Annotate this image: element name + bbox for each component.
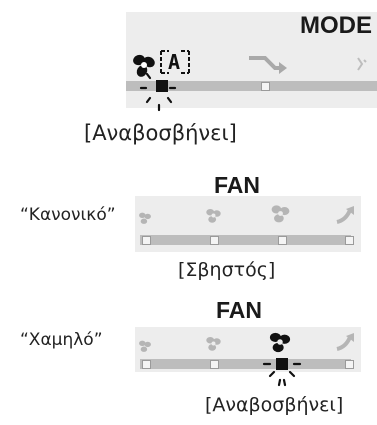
fan-low-slot-2 — [210, 360, 219, 369]
fan-low-title: FAN — [216, 297, 262, 323]
auto-mode-letter: A — [168, 50, 181, 74]
fan-speed-icon-3 — [271, 205, 290, 223]
fan-speed-icon-2 — [206, 208, 221, 223]
fan-normal-side-label: “Κανονικό” — [20, 205, 116, 225]
mode-title: MODE — [300, 12, 372, 39]
fan-normal-slot-2 — [210, 236, 219, 245]
fan-low-bar — [140, 359, 351, 369]
fan-low-slot-1 — [142, 360, 151, 369]
auto-mode-icon: A — [157, 49, 193, 75]
cool-mode-icon — [357, 57, 367, 71]
fan-speed-icon-1 — [139, 340, 151, 352]
fan-normal-slot-3 — [278, 236, 287, 245]
fan-speed-icon-2 — [206, 336, 221, 351]
fan-low-slot-3-active — [276, 358, 288, 370]
fan-speed-icon-1 — [139, 212, 151, 224]
fan-normal-title: FAN — [214, 172, 260, 198]
mode-indicator-bar — [126, 81, 377, 91]
fan-speed-icon-3-active — [269, 332, 291, 353]
fan-auto-arrow-icon — [336, 333, 354, 351]
fan-normal-slot-1 — [142, 236, 151, 245]
fan-low-slot-4 — [345, 360, 354, 369]
fan-low-blink-caption: [Αναβοσβήνει] — [205, 394, 344, 416]
fan-auto-arrow-icon — [336, 206, 354, 224]
blink-rays-icon — [262, 362, 302, 387]
mode-indicator-active — [156, 80, 168, 92]
blink-rays-icon — [139, 72, 177, 112]
fan-normal-caption: [Σβηστός] — [178, 259, 276, 281]
fan-normal-bar — [140, 235, 351, 245]
mode-blink-caption: [Αναβοσβήνει] — [84, 121, 237, 145]
dry-mode-icon — [249, 56, 287, 74]
fan-icon — [133, 54, 155, 77]
fan-low-side-label: “Χαμηλό” — [20, 330, 103, 350]
fan-normal-slot-4 — [345, 236, 354, 245]
mode-indicator-slot-2 — [261, 82, 270, 91]
